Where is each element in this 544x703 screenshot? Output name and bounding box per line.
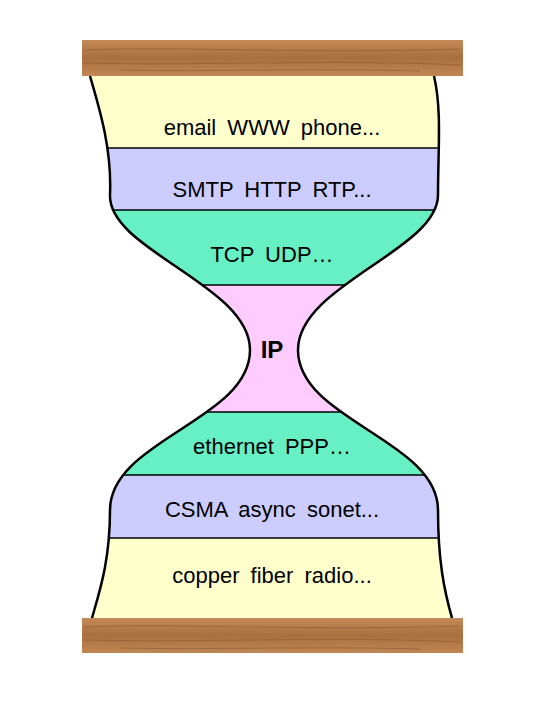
wood-plank-top	[82, 40, 463, 76]
protocol-label: ethernet PPP…	[80, 434, 464, 460]
protocol-label: SMTP HTTP RTP...	[80, 177, 464, 203]
layer-band: TCP UDP…	[80, 210, 464, 285]
protocol-label: CSMA async sonet...	[80, 497, 464, 523]
band-fill	[0, 475, 544, 538]
band-fill	[0, 210, 544, 285]
protocol-label: copper fiber radio...	[80, 563, 464, 589]
band-separators	[0, 148, 544, 538]
hourglass-outline	[90, 76, 250, 618]
layer-band: copper fiber radio...	[80, 538, 464, 618]
wood-grain	[84, 626, 460, 649]
separator-line	[0, 474, 544, 476]
protocol-label: TCP UDP…	[80, 242, 464, 268]
band-fill	[0, 76, 544, 148]
wood-plank	[82, 618, 463, 653]
hourglass-outline	[298, 76, 452, 618]
protocol-label: email WWW phone...	[80, 115, 464, 141]
layer-band: CSMA async sonet...	[80, 475, 464, 538]
wood-plank	[82, 40, 463, 76]
separator-line	[0, 284, 544, 286]
band-fill	[0, 148, 544, 210]
separator-line	[0, 147, 544, 149]
band-fill	[0, 412, 544, 475]
protocol-label: IP	[80, 337, 464, 363]
layer-band: ethernet PPP…	[80, 412, 464, 475]
wood-grain	[84, 49, 460, 71]
band-fill	[0, 538, 544, 618]
separator-line	[0, 537, 544, 539]
separator-line	[0, 209, 544, 211]
band-fill	[0, 285, 544, 412]
wood-plank-bottom	[82, 618, 463, 653]
layer-band: SMTP HTTP RTP...	[80, 148, 464, 210]
layer-band: email WWW phone...	[80, 76, 464, 148]
layer-band: IP	[80, 285, 464, 412]
separator-line	[0, 411, 544, 413]
